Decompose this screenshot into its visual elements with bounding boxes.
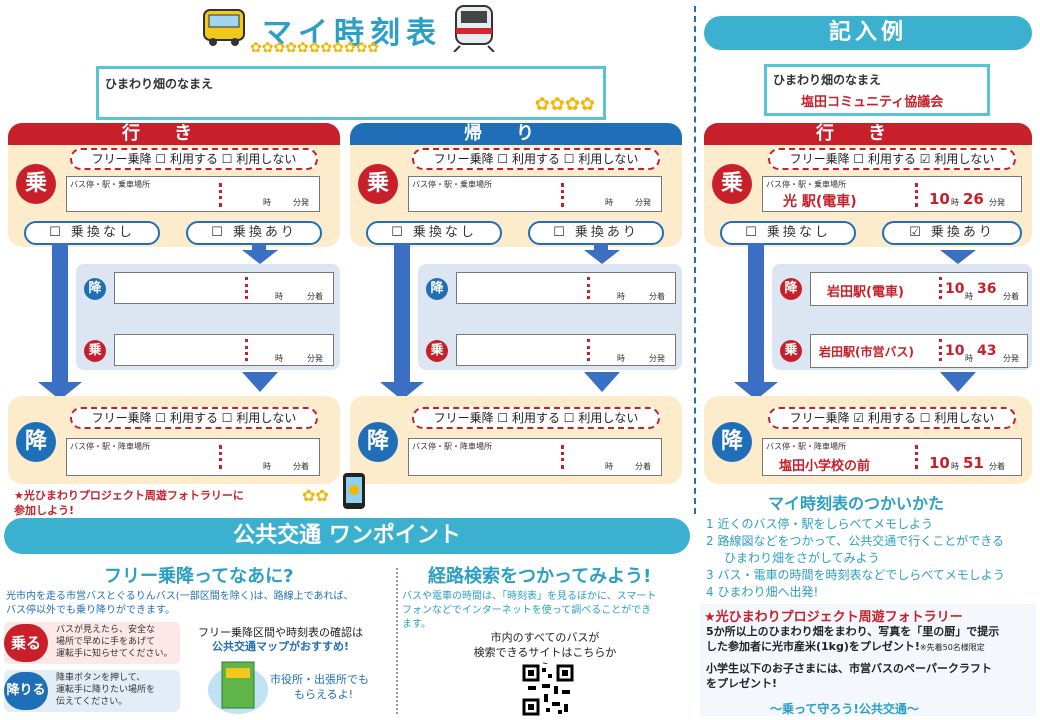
down-arrow (52, 243, 68, 383)
down-arrow-head (584, 250, 620, 264)
transfer-ride-box[interactable]: 時 分発 (114, 334, 334, 366)
ride-icon: 乗 (780, 340, 802, 362)
alight-icon: 降 (426, 278, 448, 300)
ride-card: 乗る バスが見えたら、安全な 場所で早めに手をあげて 運転手に知らせてください。 (4, 622, 180, 664)
transfer-alight-box[interactable]: 時 分着 (114, 272, 334, 304)
outbound-free-ride-top[interactable]: フリー乗降 ☐ 利用する ☐ 利用しない (70, 148, 318, 170)
map-text: フリー乗降区間や時刻表の確認は 公共交通マップがおすすめ! (198, 626, 363, 653)
outbound-free-ride-bottom[interactable]: フリー乗降 ☐ 利用する ☐ 利用しない (70, 407, 318, 429)
alight-icon: 降 (84, 278, 106, 300)
down-arrow (594, 243, 608, 251)
example-title: 記入例 (704, 16, 1032, 50)
down-arrow-head (940, 250, 976, 264)
onepoint-banner: 公共交通 ワンポイント (4, 518, 690, 554)
sunflower-icon: ✿✿✿✿ (534, 94, 595, 115)
map-booklet-icon (208, 656, 268, 714)
transfer-option[interactable]: ☐ 乗換あり (528, 221, 664, 245)
bus-icon (202, 8, 246, 48)
down-arrow-head (242, 372, 278, 392)
alight-icon: 降 (712, 422, 752, 462)
alight-icon: 降 (358, 422, 398, 462)
inbound-alight-box[interactable]: バス停・駅・降車場所 時 分着 (408, 438, 662, 476)
free-ride-title: フリー乗降ってなあに? (104, 566, 294, 587)
sunflower-row-icon: ✿✿✿✿✿✿✿✿✿✿✿ (250, 40, 380, 56)
ride-icon: 乗 (358, 164, 398, 204)
rally-note-left: ★光ひまわりプロジェクト周遊フォトラリーに 参加しよう! (14, 489, 244, 517)
inbound-title: 帰り (350, 123, 682, 145)
example-ride-box: バス停・駅・乗車場所 光 駅(電車) 10 時 26 分発 (762, 176, 1022, 212)
inbound-ride-box[interactable]: バス停・駅・乗車場所 時 分発 (408, 176, 662, 212)
down-arrow-head (38, 382, 82, 400)
down-arrow (748, 243, 764, 383)
down-arrow-head (584, 372, 620, 392)
down-arrow-head (734, 382, 778, 400)
qr-code[interactable] (522, 664, 574, 716)
example-free-bottom: フリー乗降 ☑ 利用する ☐ 利用しない (768, 407, 1016, 429)
qr-text: 市内のすべてのバスが 検索できるサイトはこちらから (473, 631, 617, 674)
name-label: ひまわり畑のなまえ (105, 77, 214, 91)
inbound-free-ride-bottom[interactable]: フリー乗降 ☐ 利用する ☐ 利用しない (412, 407, 660, 429)
route-title: 経路検索をつかってみよう! (428, 566, 652, 587)
outbound-alight-box[interactable]: バス停・駅・降車場所 時 分着 (66, 438, 320, 476)
alight-card: 降りる 降車ボタンを押して、 運転手に降りたい場所を 伝えてください。 (4, 670, 180, 712)
alight-icon: 降 (780, 278, 802, 300)
example-transfer-ride: 岩田駅(市営バス) 10 時 43 分発 (810, 334, 1028, 368)
down-arrow-head (380, 382, 424, 400)
outbound-title: 行き (8, 123, 340, 145)
down-arrow-head (242, 250, 278, 264)
ride-icon: 乗 (426, 340, 448, 362)
usage-title: マイ時刻表のつかいかた (768, 494, 945, 513)
outbound-ride-box[interactable]: バス停・駅・乗車場所 時 分発 (66, 176, 320, 212)
down-arrow (394, 243, 410, 383)
page-title: マイ時刻表 (262, 16, 442, 51)
office-text: 市役所・出張所でも もらえるよ! (270, 673, 369, 701)
no-transfer-option[interactable]: ☐ 乗換なし (24, 221, 160, 245)
smartphone-icon (340, 472, 370, 512)
usage-steps: 1 近くのバス停・駅をしらべてメモしよう 2 路線図などをつかって、公共交通で行… (706, 517, 1005, 599)
example-name-box: ひまわり畑のなまえ 塩田コミュニティ協議会 (764, 64, 990, 116)
example-free-top: フリー乗降 ☐ 利用する ☑ 利用しない (768, 148, 1016, 170)
name-box[interactable]: ひまわり畑のなまえ ✿✿✿✿ (96, 66, 606, 120)
ride-icon: 乗 (712, 164, 752, 204)
ride-icon: 乗 (16, 164, 56, 204)
ride-icon: 乗 (84, 340, 106, 362)
alight-icon: 降 (16, 422, 56, 462)
down-arrow (252, 243, 266, 251)
free-ride-text: 光市内を走る市営バスとぐるりんバス(一部区間を除く)は、路線上であれば、 バス停… (6, 591, 354, 616)
transfer-ride-box[interactable]: 時 分発 (456, 334, 676, 366)
example-transfer-alight: 岩田駅(電車) 10 時 36 分着 (810, 272, 1028, 306)
down-arrow-head (940, 372, 976, 392)
rally-box: ★光ひまわりプロジェクト周遊フォトラリー 5か所以上のひまわり畑をまわり、写真を… (700, 604, 1036, 716)
dotted-divider (396, 568, 398, 714)
transfer-option[interactable]: ☐ 乗換あり (186, 221, 322, 245)
no-transfer-option[interactable]: ☐ 乗換なし (366, 221, 502, 245)
example-no-transfer: ☐ 乗換なし (720, 221, 856, 245)
inbound-free-ride-top[interactable]: フリー乗降 ☐ 利用する ☐ 利用しない (412, 148, 660, 170)
example-alight-box: バス停・駅・降車場所 塩田小学校の前 10 時 51 分着 (762, 438, 1022, 476)
route-text: バスや電車の時間は、「時刻表」を見るほかに、スマート フォンなどでインターネット… (402, 591, 657, 630)
example-out-title: 行き (704, 123, 1032, 145)
train-icon (452, 4, 496, 53)
example-transfer: ☑ 乗換あり (882, 221, 1022, 245)
transfer-alight-box[interactable]: 時 分着 (456, 272, 676, 304)
sunflower-icon: ✿✿ (302, 486, 329, 505)
divider (694, 6, 696, 514)
